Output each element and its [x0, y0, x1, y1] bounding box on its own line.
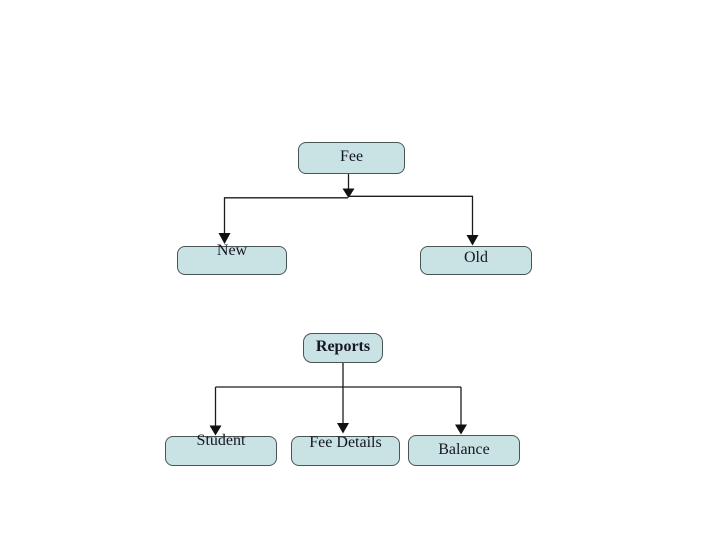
- balance-node: [408, 435, 520, 466]
- old-arrowhead: [466, 235, 479, 246]
- fee-details-node: [291, 436, 400, 466]
- feedetails-arrowhead: [337, 423, 349, 434]
- fee-node-label: Fee: [339, 148, 364, 165]
- fee-stem-arrowhead: [342, 188, 355, 198]
- student-node: [165, 436, 277, 466]
- new-node: [177, 246, 287, 275]
- reports-node: [303, 333, 383, 363]
- fee-to-new-elbow: [223, 197, 348, 234]
- balance-node-label: Balance: [438, 441, 490, 458]
- balance-arrowhead: [455, 424, 467, 435]
- old-node-label: Old: [464, 249, 488, 266]
- fee-to-old-elbow: [348, 195, 474, 236]
- fee-node: [298, 142, 405, 174]
- old-node: [420, 246, 532, 275]
- fee-details-node-label: Fee Details: [309, 434, 382, 451]
- new-arrowhead: [218, 233, 231, 244]
- new-node-label: New: [216, 242, 248, 259]
- student-node-label: Student: [196, 432, 246, 449]
- student-arrowhead: [209, 425, 222, 436]
- reports-node-label: Reports: [315, 338, 371, 355]
